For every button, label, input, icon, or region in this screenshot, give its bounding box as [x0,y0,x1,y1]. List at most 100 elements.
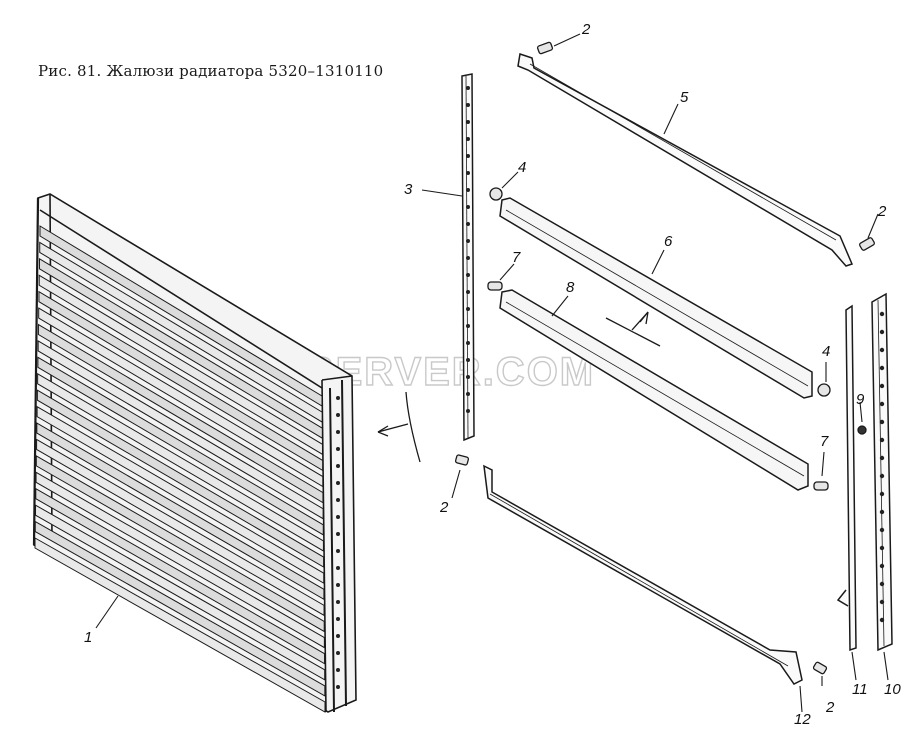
callout-12: 12 [794,711,811,728]
part-10-holes [879,311,885,623]
frame-hole [336,515,340,519]
bar-10-hole [879,401,885,407]
louvre-slat [39,225,323,407]
louvre-slat [36,422,325,601]
callout-9: 9 [856,391,865,408]
callout-5: 5 [680,89,689,106]
louvre-slat [34,537,326,713]
bar-3-hole [466,358,470,362]
fasteners [454,41,875,675]
bushing-4-lower [817,383,831,397]
louvre-slat [38,290,324,472]
frame-hole [336,634,340,638]
bar-10-hole [879,509,885,515]
callout-7-upper: 7 [512,249,521,266]
louvre-slat [36,438,325,617]
frame-hole [336,430,340,434]
callout-4-upper: 4 [518,159,526,176]
louvre-slat [38,257,323,440]
callout-4-lower: 4 [822,343,830,360]
part-12-bottom-rail [483,464,803,685]
louvre-slat [35,471,325,649]
bar-10-hole [879,617,885,623]
callout-1: 1 [84,629,92,646]
bar-3-hole [466,256,470,260]
louvre-slat [38,307,324,488]
frame-holes [336,396,340,689]
part-10-side-bar [871,292,893,652]
louvre-slat [37,323,324,504]
bar-3-hole [466,222,470,226]
bar-3-hole [466,120,470,124]
bar-10-hole [879,419,885,425]
bar-3-hole [466,324,470,328]
louvre-slat [35,455,325,633]
bar-10-hole [879,329,885,335]
bar-3-hole [466,171,470,175]
louvre-slat [36,389,325,568]
bar-10-hole [879,455,885,461]
pin-2-right [859,237,875,251]
bar-3-hole [466,307,470,311]
bar-10-hole [879,527,885,533]
part-3-holes [466,86,470,413]
pin-2-bottom [812,661,828,675]
part-6-middle-rail [499,197,813,399]
louvre-slat [38,274,323,456]
callout-3: 3 [404,181,413,198]
rivet-9 [857,425,867,435]
bar-3-hole [466,341,470,345]
frame-hole [336,617,340,621]
frame-hole [336,498,340,502]
part-8-lower-rail [499,289,809,491]
pin-2-left [454,454,470,466]
louvre-slat [34,520,326,697]
frame-hole [336,447,340,451]
callout-10: 10 [884,681,901,698]
bar-10-hole [879,347,885,353]
bar-10-hole [879,491,885,497]
bar-3-hole [466,137,470,141]
frame-hole [336,651,340,655]
bar-10-hole [879,599,885,605]
bar-10-hole [879,365,885,371]
louvre-slat [35,487,326,665]
frame-hole [336,464,340,468]
roller-7-upper [487,281,503,291]
leader-lines [95,33,889,713]
bar-3-hole [466,188,470,192]
bar-3-hole [466,154,470,158]
bar-3-hole [466,290,470,294]
bar-10-hole [879,383,885,389]
louvre-slat [37,372,324,552]
frame-hole [336,532,340,536]
louvre-slat [37,356,324,536]
part-5-top-rail [517,53,854,267]
frame-hole [336,396,340,400]
bar-10-hole [879,473,885,479]
roller-7-lower [813,481,829,491]
callout-11: 11 [852,681,868,698]
frame-hole [336,549,340,553]
callouts: 1 2 2 2 2 3 4 4 5 6 7 7 8 9 10 11 12 [84,21,901,728]
frame-hole [336,583,340,587]
frame-hole [336,685,340,689]
louvre-slat [35,504,326,681]
bar-3-hole [466,103,470,107]
bar-3-hole [466,273,470,277]
frame-hole [336,413,340,417]
callout-6: 6 [664,233,673,250]
frame-hole [336,600,340,604]
callout-8: 8 [566,279,575,296]
bar-3-hole [466,239,470,243]
part-11-side-bar [836,304,857,652]
louvre-slat [39,241,323,423]
bar-3-hole [466,392,470,396]
pin-2-top [536,41,554,55]
bar-3-hole [466,86,470,90]
bar-10-hole [879,563,885,569]
bushing-4-upper [489,187,503,201]
bar-3-hole [466,205,470,209]
bar-10-hole [879,437,885,443]
